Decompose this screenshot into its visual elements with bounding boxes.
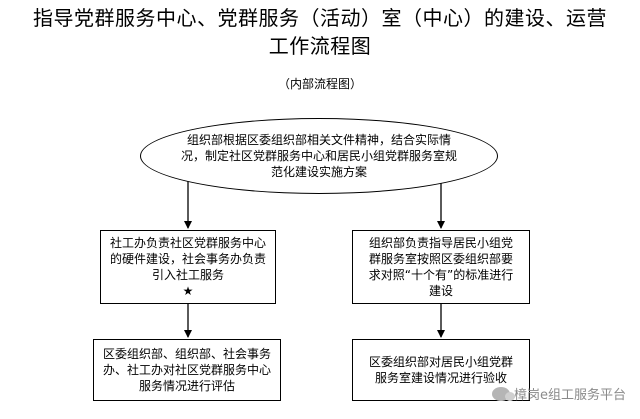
right-step-2: 区委组织部对居民小组党群服务室建设情况进行验收 [352, 339, 530, 401]
page-title: 指导党群服务中心、党群服务（活动）室（中心）的建设、运营 工作流程图 [0, 4, 640, 60]
start-node-text: 组织部根据区委组织部相关文件精神，结合实际情况，制定社区党群服务中心和居民小组党… [180, 133, 457, 179]
left-step-2-text: 区委组织部、组织部、社会事务办、社工办对社区党群服务中心服务情况进行评估 [102, 347, 271, 393]
right-step-2-text: 区委组织部对居民小组党群服务室建设情况进行验收 [368, 355, 513, 385]
right-step-1-text: 组织部负责指导居民小组党群服务室按照区委组织部要求对照“十个有”的标准进行建设 [368, 236, 514, 298]
left-step-2: 区委组织部、组织部、社会事务办、社工办对社区党群服务中心服务情况进行评估 [93, 339, 281, 401]
subtitle: （内部流程图） [277, 77, 362, 91]
title-line-2: 工作流程图 [268, 34, 372, 58]
chat-bubble-icon [492, 386, 515, 401]
watermark: 樟岗e组工服务平台 [492, 384, 626, 403]
title-line-1: 指导党群服务中心、党群服务（活动）室（中心）的建设、运营 [33, 6, 607, 30]
left-step-1-text: 社工办负责社区党群服务中心的硬件建设，社会事务办负责引入社工服务 [110, 236, 267, 282]
start-node: 组织部根据区委组织部相关文件精神，结合实际情况，制定社区党群服务中心和居民小组党… [140, 118, 498, 194]
star-mark: ★ [182, 284, 194, 298]
left-step-1: 社工办负责社区党群服务中心的硬件建设，社会事务办负责引入社工服务 ★ [100, 230, 276, 304]
watermark-text: 樟岗e组工服务平台 [514, 388, 626, 403]
right-step-1: 组织部负责指导居民小组党群服务室按照区委组织部要求对照“十个有”的标准进行建设 [352, 230, 530, 304]
